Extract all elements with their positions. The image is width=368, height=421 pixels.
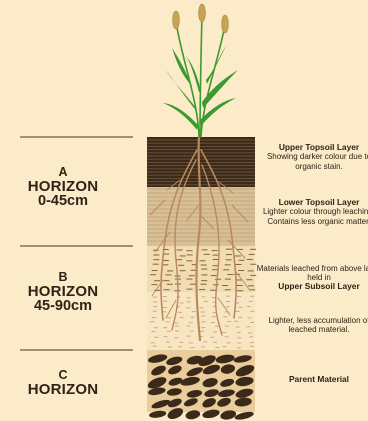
wheat-plant [163, 4, 238, 137]
note-upper-topsoil-body: Showing darker colour due to organic sta… [267, 152, 368, 170]
note-lower-topsoil-title: Lower Topsoil Layer [256, 198, 368, 207]
horizon-c-name: HORIZON [4, 382, 122, 397]
note-lower-subsoil: Lighter, less accumulation of leached ma… [256, 316, 368, 334]
horizon-c-label: C HORIZON [4, 369, 122, 397]
horizon-a-depth: 0-45cm [4, 194, 122, 209]
note-parent-material: Parent Material [256, 375, 368, 384]
wheat-head-right [222, 15, 229, 33]
horizon-b-name: HORIZON [4, 284, 122, 299]
horizon-c-letter: C [4, 369, 122, 382]
note-parent-material-title: Parent Material [256, 375, 368, 384]
note-upper-topsoil-title: Upper Topsoil Layer [256, 143, 368, 152]
horizon-a-name: HORIZON [4, 179, 122, 194]
note-upper-subsoil-title: Upper Subsoil Layer [256, 282, 368, 291]
horizon-b-letter: B [4, 271, 122, 284]
horizon-a-letter: A [4, 166, 122, 179]
upper-topsoil-stripes [147, 140, 255, 185]
soil-column [146, 137, 256, 421]
note-upper-subsoil: Materials leached from above layer held … [256, 264, 368, 292]
wheat-heads [173, 4, 229, 33]
horizon-b-label: B HORIZON 45-90cm [4, 271, 122, 314]
note-lower-subsoil-body: Lighter, less accumulation of leached ma… [269, 316, 368, 334]
horizon-a-label: A HORIZON 0-45cm [4, 166, 122, 209]
note-upper-subsoil-body: Materials leached from above layer held … [257, 264, 368, 282]
wheat-head-middle [199, 4, 206, 22]
plant-stems [176, 14, 225, 137]
note-lower-topsoil-body: Lighter colour through leaching. Contain… [263, 207, 368, 225]
note-lower-topsoil: Lower Topsoil Layer Lighter colour throu… [256, 198, 368, 226]
horizon-b-depth: 45-90cm [4, 299, 122, 314]
wheat-head-left [173, 11, 180, 29]
note-upper-topsoil: Upper Topsoil Layer Showing darker colou… [256, 143, 368, 171]
